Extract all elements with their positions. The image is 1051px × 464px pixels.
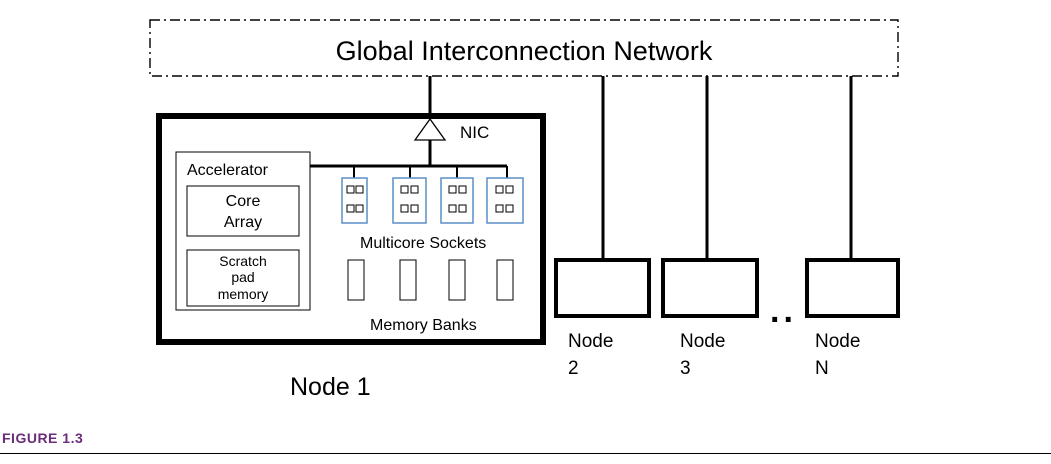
scratchpad-label-line2: pad xyxy=(231,269,254,285)
node-n: Node N xyxy=(805,76,900,379)
node-3: Node 3 xyxy=(661,76,759,379)
node-3-label-line2: 3 xyxy=(680,358,691,379)
node-n-label-line1: Node xyxy=(815,331,860,352)
node-1-box xyxy=(156,113,546,345)
memory-bank xyxy=(496,259,514,301)
socket-group-2 xyxy=(392,166,427,301)
node-2: Node 2 xyxy=(554,76,651,379)
accelerator-label: Accelerator xyxy=(187,162,269,179)
scratchpad-box xyxy=(186,249,300,307)
node-2-box xyxy=(554,258,651,318)
multicore-socket xyxy=(341,177,368,224)
multicore-socket xyxy=(440,177,474,224)
socket-group-3 xyxy=(440,166,474,301)
socket-group-1 xyxy=(341,166,368,301)
node-n-box xyxy=(805,258,900,318)
node-2-label-line2: 2 xyxy=(568,358,579,379)
core-array-label-line1: Core xyxy=(226,193,261,210)
nic-label: NIC xyxy=(460,123,489,142)
memory-banks-label: Memory Banks xyxy=(370,317,477,334)
multicore-sockets-label: Multicore Sockets xyxy=(360,235,486,252)
node-1-label: Node 1 xyxy=(290,373,371,401)
multicore-socket xyxy=(392,177,427,224)
system-architecture-diagram: Global Interconnection Network NIC Accel… xyxy=(149,19,900,401)
memory-bank xyxy=(399,259,417,301)
global-network-box xyxy=(149,19,899,77)
core-array-label-line2: Array xyxy=(224,214,262,231)
core-array-box xyxy=(186,185,300,237)
scratchpad-label-line1: Scratch xyxy=(219,253,266,269)
node-3-box xyxy=(661,258,759,318)
node-2-label-line1: Node xyxy=(568,331,613,352)
multicore-socket xyxy=(486,177,524,224)
socket-group-4 xyxy=(486,166,524,301)
figure-caption: FIGURE 1.3 xyxy=(0,430,1051,464)
nic-triangle xyxy=(413,117,447,141)
global-network-label: Global Interconnection Network xyxy=(336,36,713,66)
figure-caption-label: FIGURE 1.3 xyxy=(2,430,84,446)
memory-bank xyxy=(448,259,466,301)
memory-bank xyxy=(347,259,365,301)
scratchpad-label-line3: memory xyxy=(218,286,269,302)
ellipsis: .. xyxy=(770,292,797,330)
node-n-label-line2: N xyxy=(815,358,829,379)
node-3-label-line1: Node xyxy=(680,331,725,352)
caption-divider xyxy=(0,453,1051,454)
